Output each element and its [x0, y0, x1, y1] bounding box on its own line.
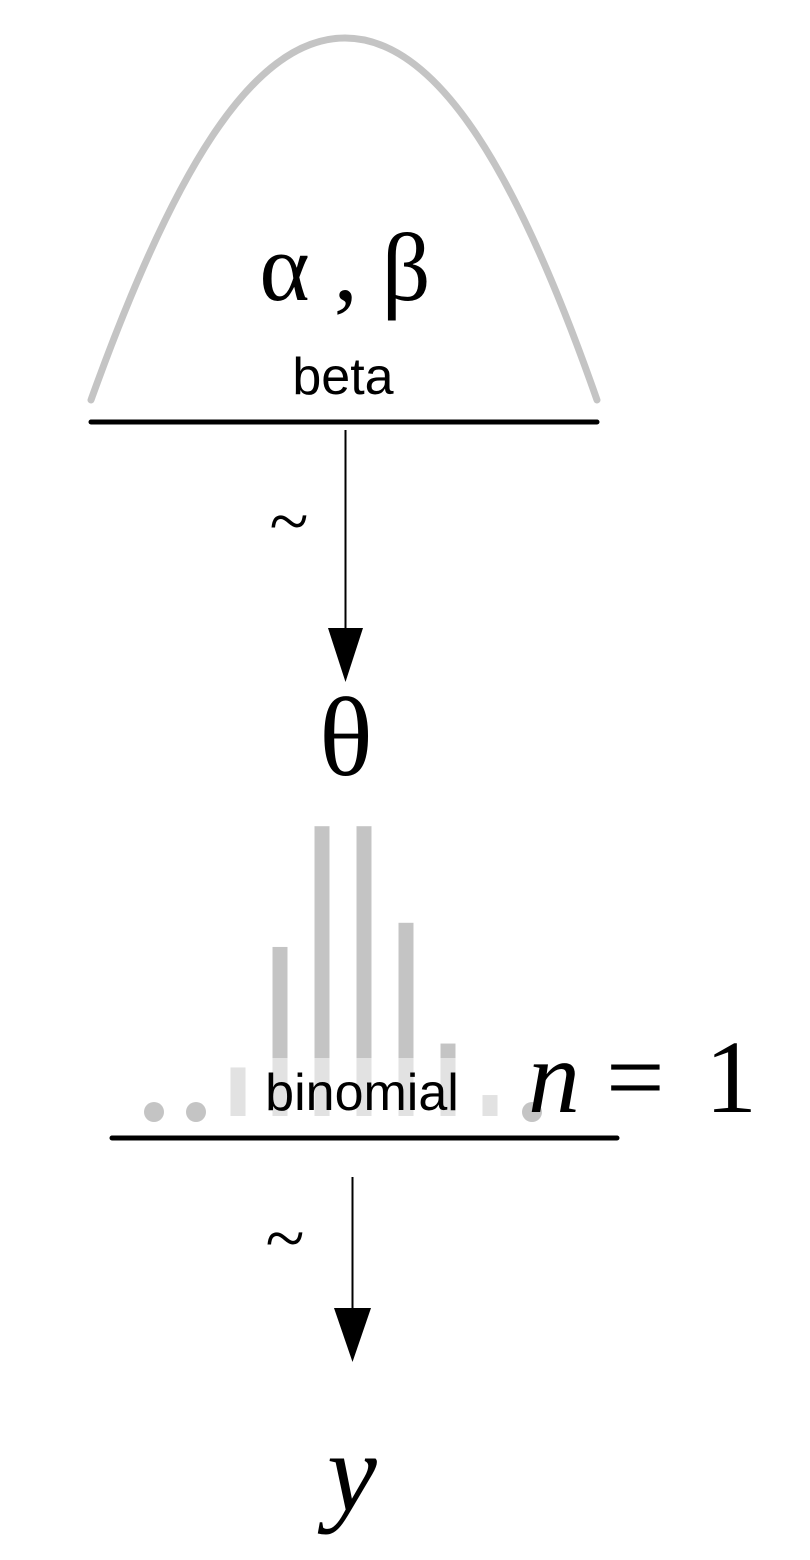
pmf-bar-base — [230, 1067, 246, 1116]
theta-symbol: θ — [319, 676, 373, 800]
n-variable: n — [528, 1020, 580, 1135]
binomial-dist-label: binomial — [265, 1064, 459, 1122]
pmf-bar-base — [356, 1058, 372, 1116]
pmf-bar-base — [398, 1058, 414, 1116]
pmf-point — [144, 1102, 164, 1122]
pmf-point — [522, 1102, 542, 1122]
beta-dist-label: beta — [292, 348, 393, 406]
beta-params-label: α , β — [259, 214, 430, 321]
arrow-binomial-to-y-head — [334, 1308, 371, 1362]
pmf-bar-base — [482, 1095, 498, 1116]
observed-y: y — [317, 1411, 377, 1535]
binomial-pmf-icon — [144, 826, 542, 1122]
tilde-likelihood: ~ — [266, 1198, 305, 1278]
arrow-prior-to-theta-head — [328, 628, 363, 682]
pmf-bar-base — [314, 1058, 330, 1116]
pmf-bar — [314, 826, 330, 1116]
n-equals-sign: = — [606, 1020, 665, 1135]
pmf-point — [186, 1102, 206, 1122]
pmf-bar — [356, 826, 372, 1116]
beta-density-curve — [87, 34, 601, 404]
tilde-prior: ~ — [270, 481, 309, 561]
pmf-bar-base — [440, 1058, 456, 1116]
pmf-bar-base — [272, 1058, 288, 1116]
n-value: 1 — [705, 1020, 757, 1135]
